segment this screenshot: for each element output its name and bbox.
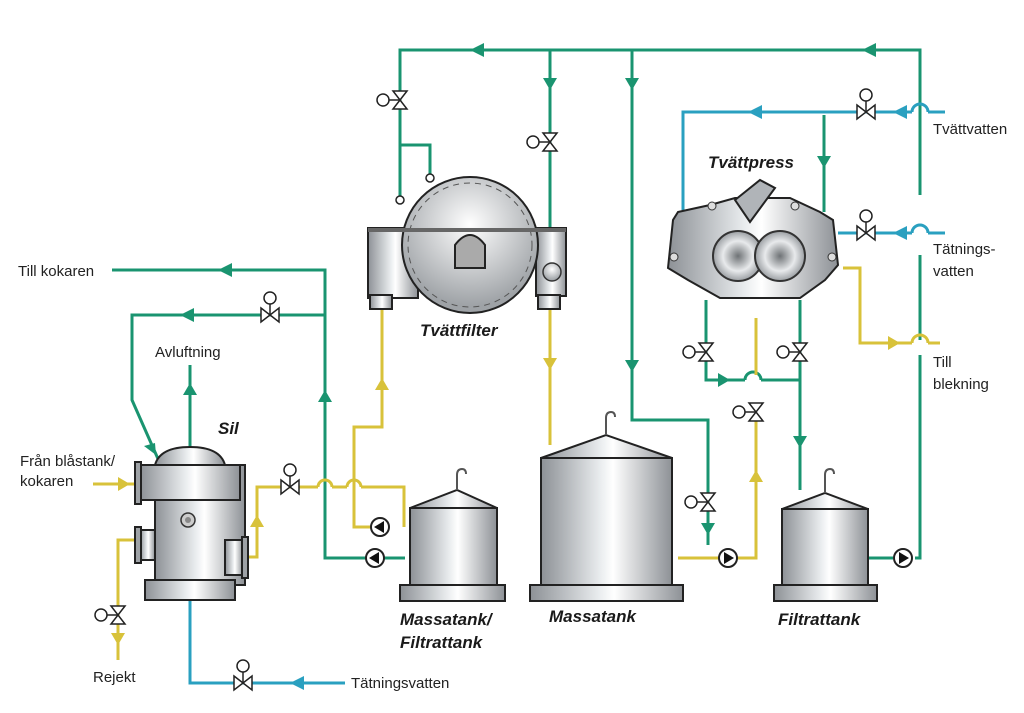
valve-icon — [260, 291, 280, 324]
arrow-down — [793, 436, 807, 448]
arrow-left — [180, 308, 194, 322]
arrow-down — [625, 78, 639, 90]
label-rejekt: Rejekt — [93, 669, 136, 686]
arrow-down — [817, 156, 831, 168]
arrow-up — [375, 378, 389, 390]
label-till-kokaren: Till kokaren — [18, 263, 94, 280]
arrow-left — [470, 43, 484, 57]
tvattpress-equipment — [666, 178, 840, 299]
arrow-left — [290, 676, 304, 690]
valve-icon — [526, 132, 559, 152]
valve-icon — [856, 88, 876, 121]
arrow-up — [183, 383, 197, 395]
label-sil: Sil — [218, 419, 240, 438]
arrow-left — [862, 43, 876, 57]
label-fran-blastank-1: Från blåstank/ — [20, 453, 116, 470]
pump-icon — [718, 548, 738, 568]
label-tatningsvatten-bottom: Tätningsvatten — [351, 675, 449, 692]
valve-icon — [856, 209, 876, 242]
massatank-filtrattank-equipment — [399, 467, 506, 602]
yellow-pipes — [93, 266, 940, 660]
label-massatank-filtrattank-1: Massatank/ — [400, 610, 494, 629]
label-till-blekning-2: blekning — [933, 376, 989, 393]
pump-icon — [365, 548, 385, 568]
label-fran-blastank-2: kokaren — [20, 473, 73, 490]
valves — [94, 88, 876, 692]
arrow-down — [144, 443, 156, 455]
label-tvattfilter: Tvättfilter — [420, 321, 499, 340]
arrow-left — [893, 105, 907, 119]
valve-icon — [682, 342, 715, 362]
arrow-up — [250, 515, 264, 527]
arrow-down — [543, 78, 557, 90]
label-tatningsvatten-right-2: vatten — [933, 263, 974, 280]
spray-nozzles — [395, 173, 435, 205]
valve-icon — [684, 492, 717, 512]
valve-icon — [233, 659, 253, 692]
arrow-down — [111, 633, 125, 645]
arrow-left — [893, 226, 907, 240]
tvattfilter-equipment — [367, 176, 567, 314]
pump-icon — [370, 517, 390, 537]
arrow-right — [718, 373, 730, 387]
arrow-left — [218, 263, 232, 277]
pumps — [365, 517, 913, 568]
nozzle-icon — [395, 195, 405, 205]
arrow-up — [749, 470, 763, 482]
label-tvattvatten: Tvättvatten — [933, 121, 1007, 138]
label-avluftning: Avluftning — [155, 344, 221, 361]
filtrattank-equipment — [773, 467, 878, 602]
arrow-down — [701, 523, 715, 535]
arrow-left — [748, 105, 762, 119]
label-till-blekning-1: Till — [933, 354, 952, 371]
sil-equipment — [134, 445, 249, 601]
arrow-right — [118, 477, 130, 491]
label-massatank-filtrattank-2: Filtrattank — [400, 633, 484, 652]
arrow-right — [888, 336, 900, 350]
flow-arrows — [111, 43, 907, 690]
valve-icon — [776, 342, 809, 362]
arrow-down — [625, 360, 639, 372]
valve-icon — [732, 402, 765, 422]
massatank-equipment — [529, 410, 684, 602]
valve-icon — [94, 605, 127, 625]
pump-icon — [893, 548, 913, 568]
arrow-down — [543, 358, 557, 370]
label-tatningsvatten-right-1: Tätnings- — [933, 241, 996, 258]
nozzle-icon — [425, 173, 435, 183]
valve-icon — [376, 90, 409, 110]
label-filtrattank: Filtrattank — [778, 610, 862, 629]
arrow-up — [318, 390, 332, 402]
label-massatank: Massatank — [549, 607, 637, 626]
valve-icon — [280, 463, 300, 496]
label-tvattpress: Tvättpress — [708, 153, 794, 172]
